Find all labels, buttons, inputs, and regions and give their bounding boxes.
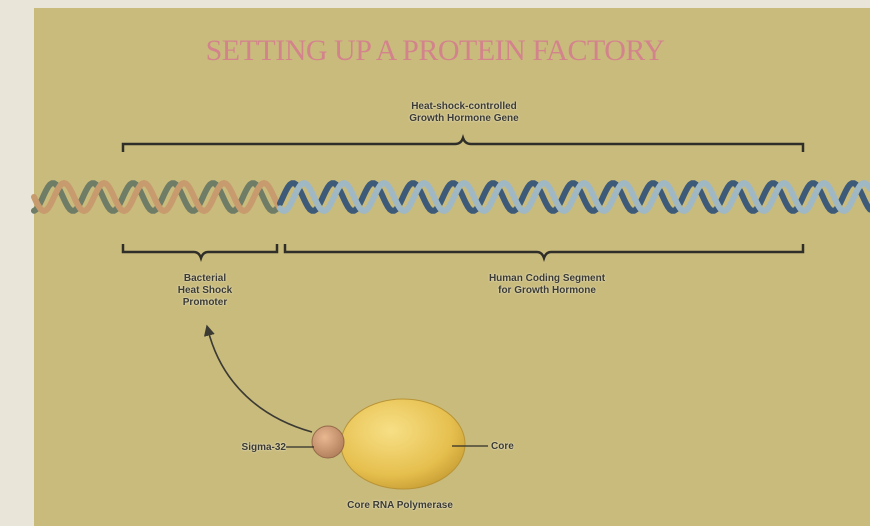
sigma-32-label: Sigma-32	[222, 442, 286, 454]
coding-segment-bracket	[285, 244, 803, 258]
promoter-label: Bacterial Heat Shock Promoter	[150, 273, 260, 309]
binding-arrow	[208, 330, 312, 432]
gene-label: Heat-shock-controlled Growth Hormone Gen…	[372, 101, 556, 125]
sigma-32-shape	[312, 426, 344, 458]
polymerase-core-shape	[341, 399, 465, 489]
polymerase-label: Core RNA Polymerase	[320, 500, 480, 512]
promoter-bracket	[123, 244, 277, 258]
gene-bracket	[123, 138, 803, 152]
core-label: Core	[491, 441, 531, 453]
coding-segment-label: Human Coding Segment for Growth Hormone	[462, 273, 632, 297]
dna-double-helix	[34, 183, 870, 211]
